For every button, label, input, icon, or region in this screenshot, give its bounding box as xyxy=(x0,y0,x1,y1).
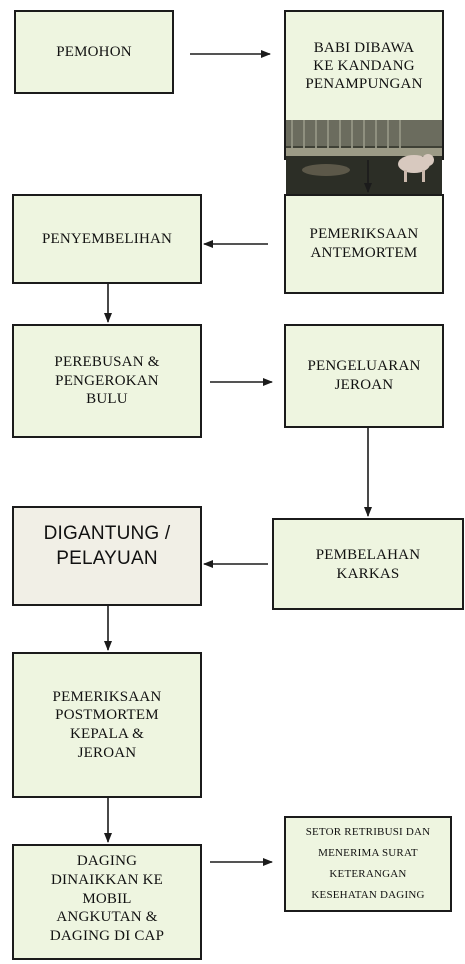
node-pemeriksaan-postmortem: PEMERIKSAAN POSTMORTEM KEPALA & JEROAN xyxy=(12,652,202,798)
node-babi-dibawa-label: BABI DIBAWA KE KANDANG PENAMPUNGAN xyxy=(305,39,423,92)
node-pengeluaran-jeroan: PENGELUARAN JEROAN xyxy=(284,324,444,428)
node-setor-retribusi: SETOR RETRIBUSI DAN MENERIMA SURAT KETER… xyxy=(284,816,452,912)
node-digantung: DIGANTUNG / PELAYUAN xyxy=(12,506,202,606)
node-pemohon: PEMOHON xyxy=(14,10,174,94)
node-pemeriksaan-antemortem: PEMERIKSAAN ANTEMORTEM xyxy=(284,194,444,294)
pig-pen-photo xyxy=(286,119,442,196)
node-daging-dinaikkan: DAGING DINAIKKAN KE MOBIL ANGKUTAN & DAG… xyxy=(12,844,202,960)
node-penyembelihan: PENYEMBELIHAN xyxy=(12,194,202,284)
node-perebusan: PEREBUSAN & PENGEROKAN BULU xyxy=(12,324,202,438)
node-pembelahan-karkas: PEMBELAHAN KARKAS xyxy=(272,518,464,610)
node-babi-dibawa: BABI DIBAWA KE KANDANG PENAMPUNGAN xyxy=(284,10,444,196)
